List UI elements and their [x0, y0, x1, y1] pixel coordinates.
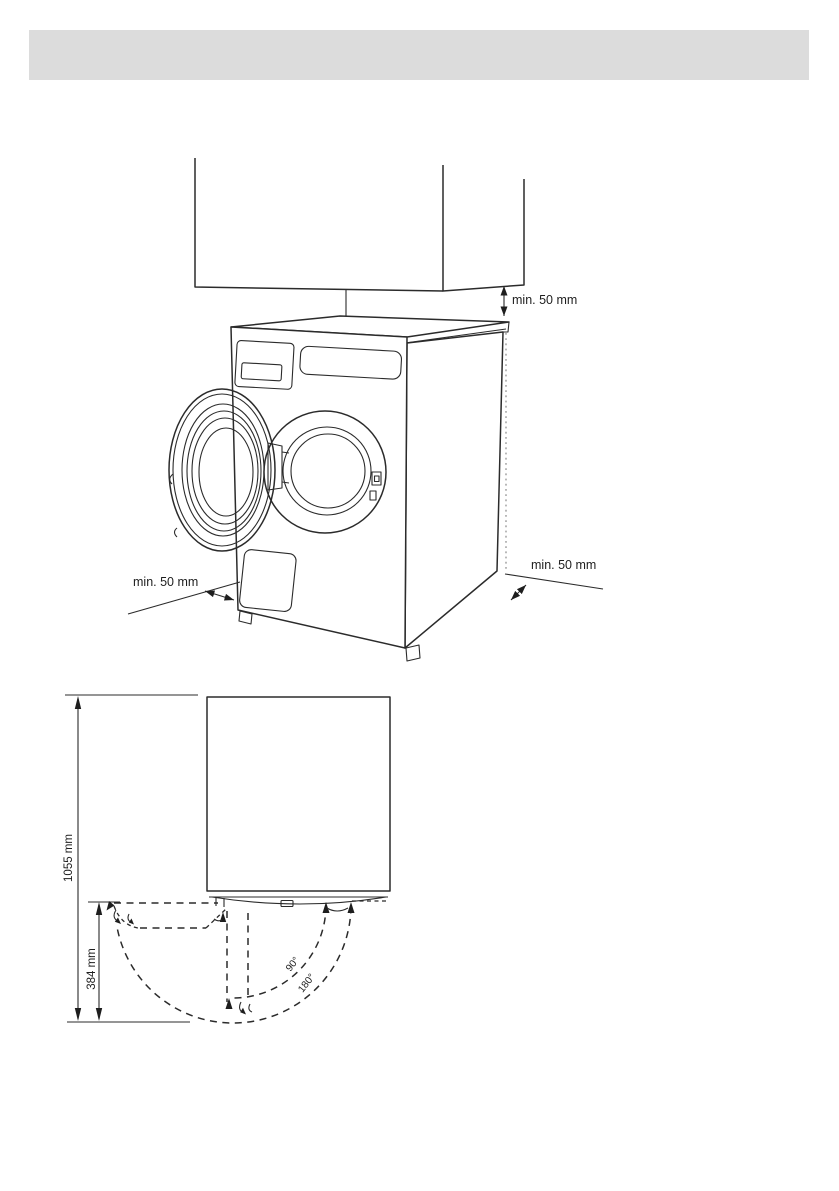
- overall-height-dimension: 1055 mm: [63, 696, 82, 1021]
- right-floor-line: [504, 573, 604, 590]
- swing-arc-180: [116, 904, 352, 1024]
- stacking-clearance-diagram: min. 50 mm: [127, 158, 604, 662]
- door-handle-tab: [280, 899, 294, 908]
- service-hatch: [239, 549, 297, 612]
- control-panel-strip: [299, 345, 403, 380]
- machine-front-edge: [211, 896, 387, 905]
- right-clearance-arrow: [510, 584, 527, 601]
- door-open-180-dashed: [106, 901, 228, 929]
- door-latch: [169, 473, 174, 485]
- top-clearance-label: min. 50 mm: [512, 293, 577, 307]
- angle-180-label: 180°: [296, 972, 317, 995]
- cabinet-outline: [194, 158, 525, 292]
- washer-illustration: [168, 315, 510, 662]
- washer-door-open: [168, 388, 276, 552]
- control-panel: [234, 340, 403, 390]
- swing-direction-arrows: [113, 909, 253, 1015]
- door-clearance-dimension: 384 mm: [86, 902, 103, 1021]
- header-bar: [29, 30, 809, 80]
- left-floor-line: [127, 581, 241, 615]
- door-swing-diagram: 1055 mm 384 mm: [63, 694, 391, 1024]
- front-buttons: [369, 471, 382, 501]
- control-display-window: [240, 362, 283, 382]
- door-open-90-dashed: [226, 911, 249, 1002]
- control-display: [234, 340, 295, 390]
- washer-side-panel: [404, 331, 504, 649]
- machine-top-view: [206, 696, 391, 908]
- angle-90-label: 90°: [284, 955, 302, 974]
- washer-front-panel: [230, 326, 408, 649]
- swing-arc-90: [232, 904, 327, 999]
- overall-height-label: 1055 mm: [63, 834, 75, 882]
- door-clearance-label: 384 mm: [86, 948, 98, 990]
- left-clearance-arrow: [204, 590, 235, 601]
- arc-end-arrows: [225, 902, 355, 1009]
- right-clearance-label: min. 50 mm: [531, 558, 596, 572]
- washer-feet: [238, 610, 421, 662]
- door-hinge: [267, 442, 283, 491]
- left-clearance-label: min. 50 mm: [133, 575, 198, 589]
